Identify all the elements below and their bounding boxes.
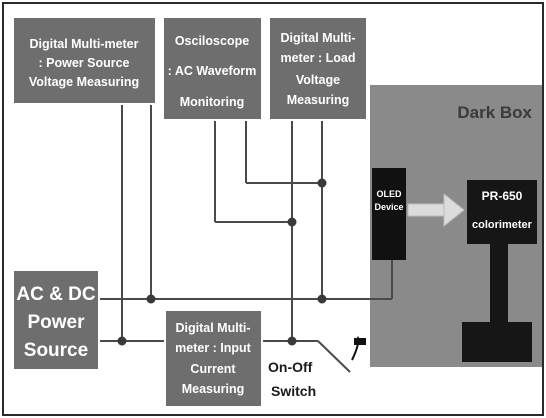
arrow-right-icon xyxy=(407,192,465,228)
switch-icon xyxy=(351,343,359,361)
switch-label-line2: Switch xyxy=(271,383,316,399)
dmm-load-line1: Digital Multi- xyxy=(281,31,356,45)
colorimeter-base xyxy=(462,322,532,362)
dmm-load-line2: meter : Load xyxy=(280,51,355,65)
junction-dots xyxy=(117,178,327,346)
colorimeter: PR-650 colorimeter xyxy=(462,180,537,362)
switch-lever xyxy=(317,340,351,373)
oled-device-body xyxy=(372,168,406,260)
dmm-input-line3: Current xyxy=(190,362,236,376)
dmm-input-line1: Digital Multi- xyxy=(176,321,251,335)
colorimeter-model: PR-650 xyxy=(482,189,523,203)
dmm-power-line3: Voltage Measuring xyxy=(29,75,139,89)
junction-dot-icon xyxy=(287,336,297,346)
colorimeter-head xyxy=(467,180,537,244)
dmm-power-line1: Digital Multi-meter xyxy=(29,37,138,51)
junction-dot-icon xyxy=(287,217,297,227)
dark-box-title: Dark Box xyxy=(457,103,532,122)
switch-label-line1: On-Off xyxy=(268,359,313,375)
dmm-input-line4: Measuring xyxy=(182,382,245,396)
dmm-load-voltage-box xyxy=(268,16,368,121)
wiring xyxy=(99,104,393,373)
dmm-load-line3: Voltage xyxy=(296,73,340,87)
power-source-line2: Power xyxy=(27,312,85,333)
power-source-box xyxy=(12,269,100,371)
dmm-power-source-box xyxy=(12,16,157,105)
junction-dot-icon xyxy=(117,336,127,346)
oscilloscope-box xyxy=(162,16,263,121)
oscilloscope-line3: Monitoring xyxy=(180,95,245,109)
dmm-input-current: Digital Multi- meter : Input Current Mea… xyxy=(164,309,263,408)
colorimeter-label: colorimeter xyxy=(472,219,533,231)
power-source-line1: AC & DC xyxy=(16,284,95,305)
oscilloscope-line1: Osciloscope xyxy=(175,34,249,48)
junction-dot-icon xyxy=(146,294,156,304)
device-label: Device xyxy=(374,202,403,212)
junction-dot-icon xyxy=(317,294,327,304)
junction-dot-icon xyxy=(317,178,327,188)
dmm-load-voltage: Digital Multi- meter : Load Voltage Meas… xyxy=(268,16,368,121)
oled-label: OLED xyxy=(376,189,402,199)
dmm-input-current-box xyxy=(164,309,263,408)
dmm-load-line4: Measuring xyxy=(287,93,350,107)
dmm-power-line2: : Power Source xyxy=(39,56,130,70)
power-source-line3: Source xyxy=(24,340,88,361)
dmm-power-source: Digital Multi-meter : Power Source Volta… xyxy=(12,16,157,105)
power-source: AC & DC Power Source xyxy=(12,269,100,371)
switch-arrowhead xyxy=(354,336,362,343)
oscilloscope-line2: : AC Waveform xyxy=(168,64,257,78)
dmm-input-line2: meter : Input xyxy=(175,341,252,355)
oled-device: OLED Device xyxy=(372,168,406,260)
oscilloscope: Osciloscope : AC Waveform Monitoring xyxy=(162,16,263,121)
colorimeter-stand xyxy=(490,244,508,322)
